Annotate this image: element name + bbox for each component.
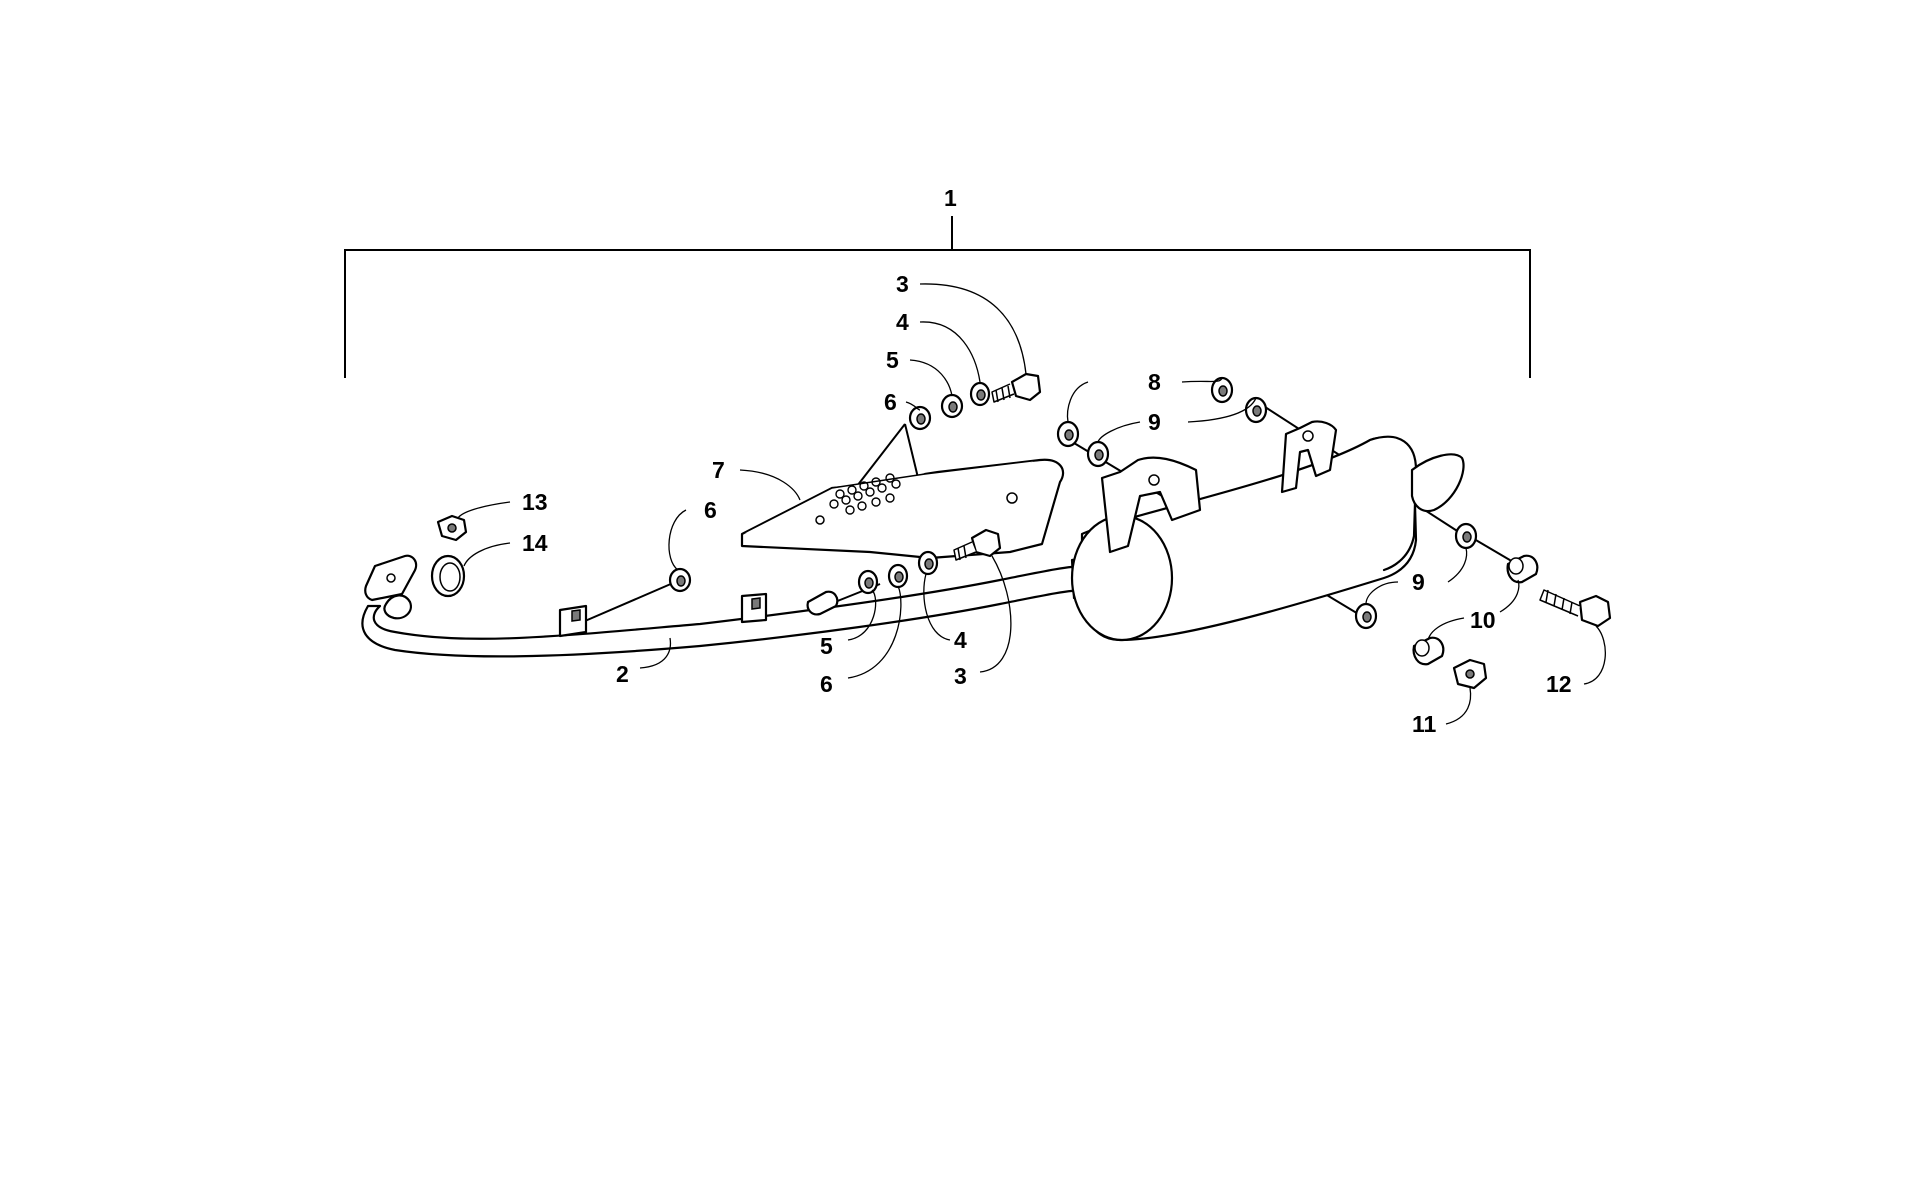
- spacer-5-lower: [806, 590, 839, 616]
- washer-4-lower: [917, 550, 939, 576]
- callout-4-lower: 4: [954, 627, 967, 653]
- callout-1: 1: [944, 185, 957, 211]
- callout-5-lower: 5: [820, 633, 833, 659]
- muffler: [1070, 420, 1465, 642]
- washer-5-lower: [887, 563, 909, 589]
- callout-7: 7: [712, 457, 725, 483]
- bolt-3-upper: [991, 372, 1042, 403]
- washer-6-left: [668, 567, 692, 593]
- washer-9-lower: [1354, 602, 1378, 630]
- callout-labels: 1 2 3 4 5 6 7 6 13 14 5 6 4 3 8 9 9 10 1…: [522, 185, 1572, 737]
- callout-4-upper: 4: [896, 309, 909, 335]
- head-pipe: [361, 554, 1096, 658]
- spacer-10-lower: [1412, 636, 1445, 666]
- callout-9-lower: 9: [1412, 569, 1425, 595]
- callout-3-lower: 3: [954, 663, 967, 689]
- callout-6-left: 6: [704, 497, 717, 523]
- callout-8: 8: [1148, 369, 1161, 395]
- muffler-hardware: [1056, 376, 1612, 690]
- washer-9-right-lower: [1454, 522, 1478, 550]
- washer-5-upper: [940, 393, 964, 419]
- callout-3-upper: 3: [896, 271, 909, 297]
- washer-6-upper: [908, 405, 932, 431]
- washer-6-lower: [857, 569, 879, 595]
- callout-13: 13: [522, 489, 548, 515]
- heat-shield: [740, 458, 1065, 560]
- callout-2: 2: [616, 661, 629, 687]
- callout-6-upper: 6: [884, 389, 897, 415]
- callout-14: 14: [522, 530, 548, 556]
- callout-5-upper: 5: [886, 347, 899, 373]
- lower-fastener-stack: [806, 528, 1002, 616]
- spacer-10-right: [1506, 554, 1539, 584]
- callout-6-lower: 6: [820, 671, 833, 697]
- washer-9-right: [1244, 396, 1268, 424]
- washer-4-upper: [969, 381, 991, 407]
- bolt-3-lower: [953, 528, 1002, 561]
- gasket-14: [430, 554, 466, 598]
- leader-lines: [457, 283, 1606, 725]
- callout-11: 11: [1412, 711, 1437, 737]
- washer-9-left: [1086, 440, 1110, 468]
- callout-10: 10: [1470, 607, 1496, 633]
- assembly-bracket: [344, 216, 1531, 378]
- upper-fastener-stack: [908, 372, 1042, 431]
- nut-13: [436, 514, 468, 542]
- bolt-12: [1539, 589, 1612, 628]
- washer-8-left: [1056, 420, 1080, 448]
- callout-9-upper: 9: [1148, 409, 1161, 435]
- nut-11: [1452, 658, 1488, 690]
- callout-12: 12: [1546, 671, 1572, 697]
